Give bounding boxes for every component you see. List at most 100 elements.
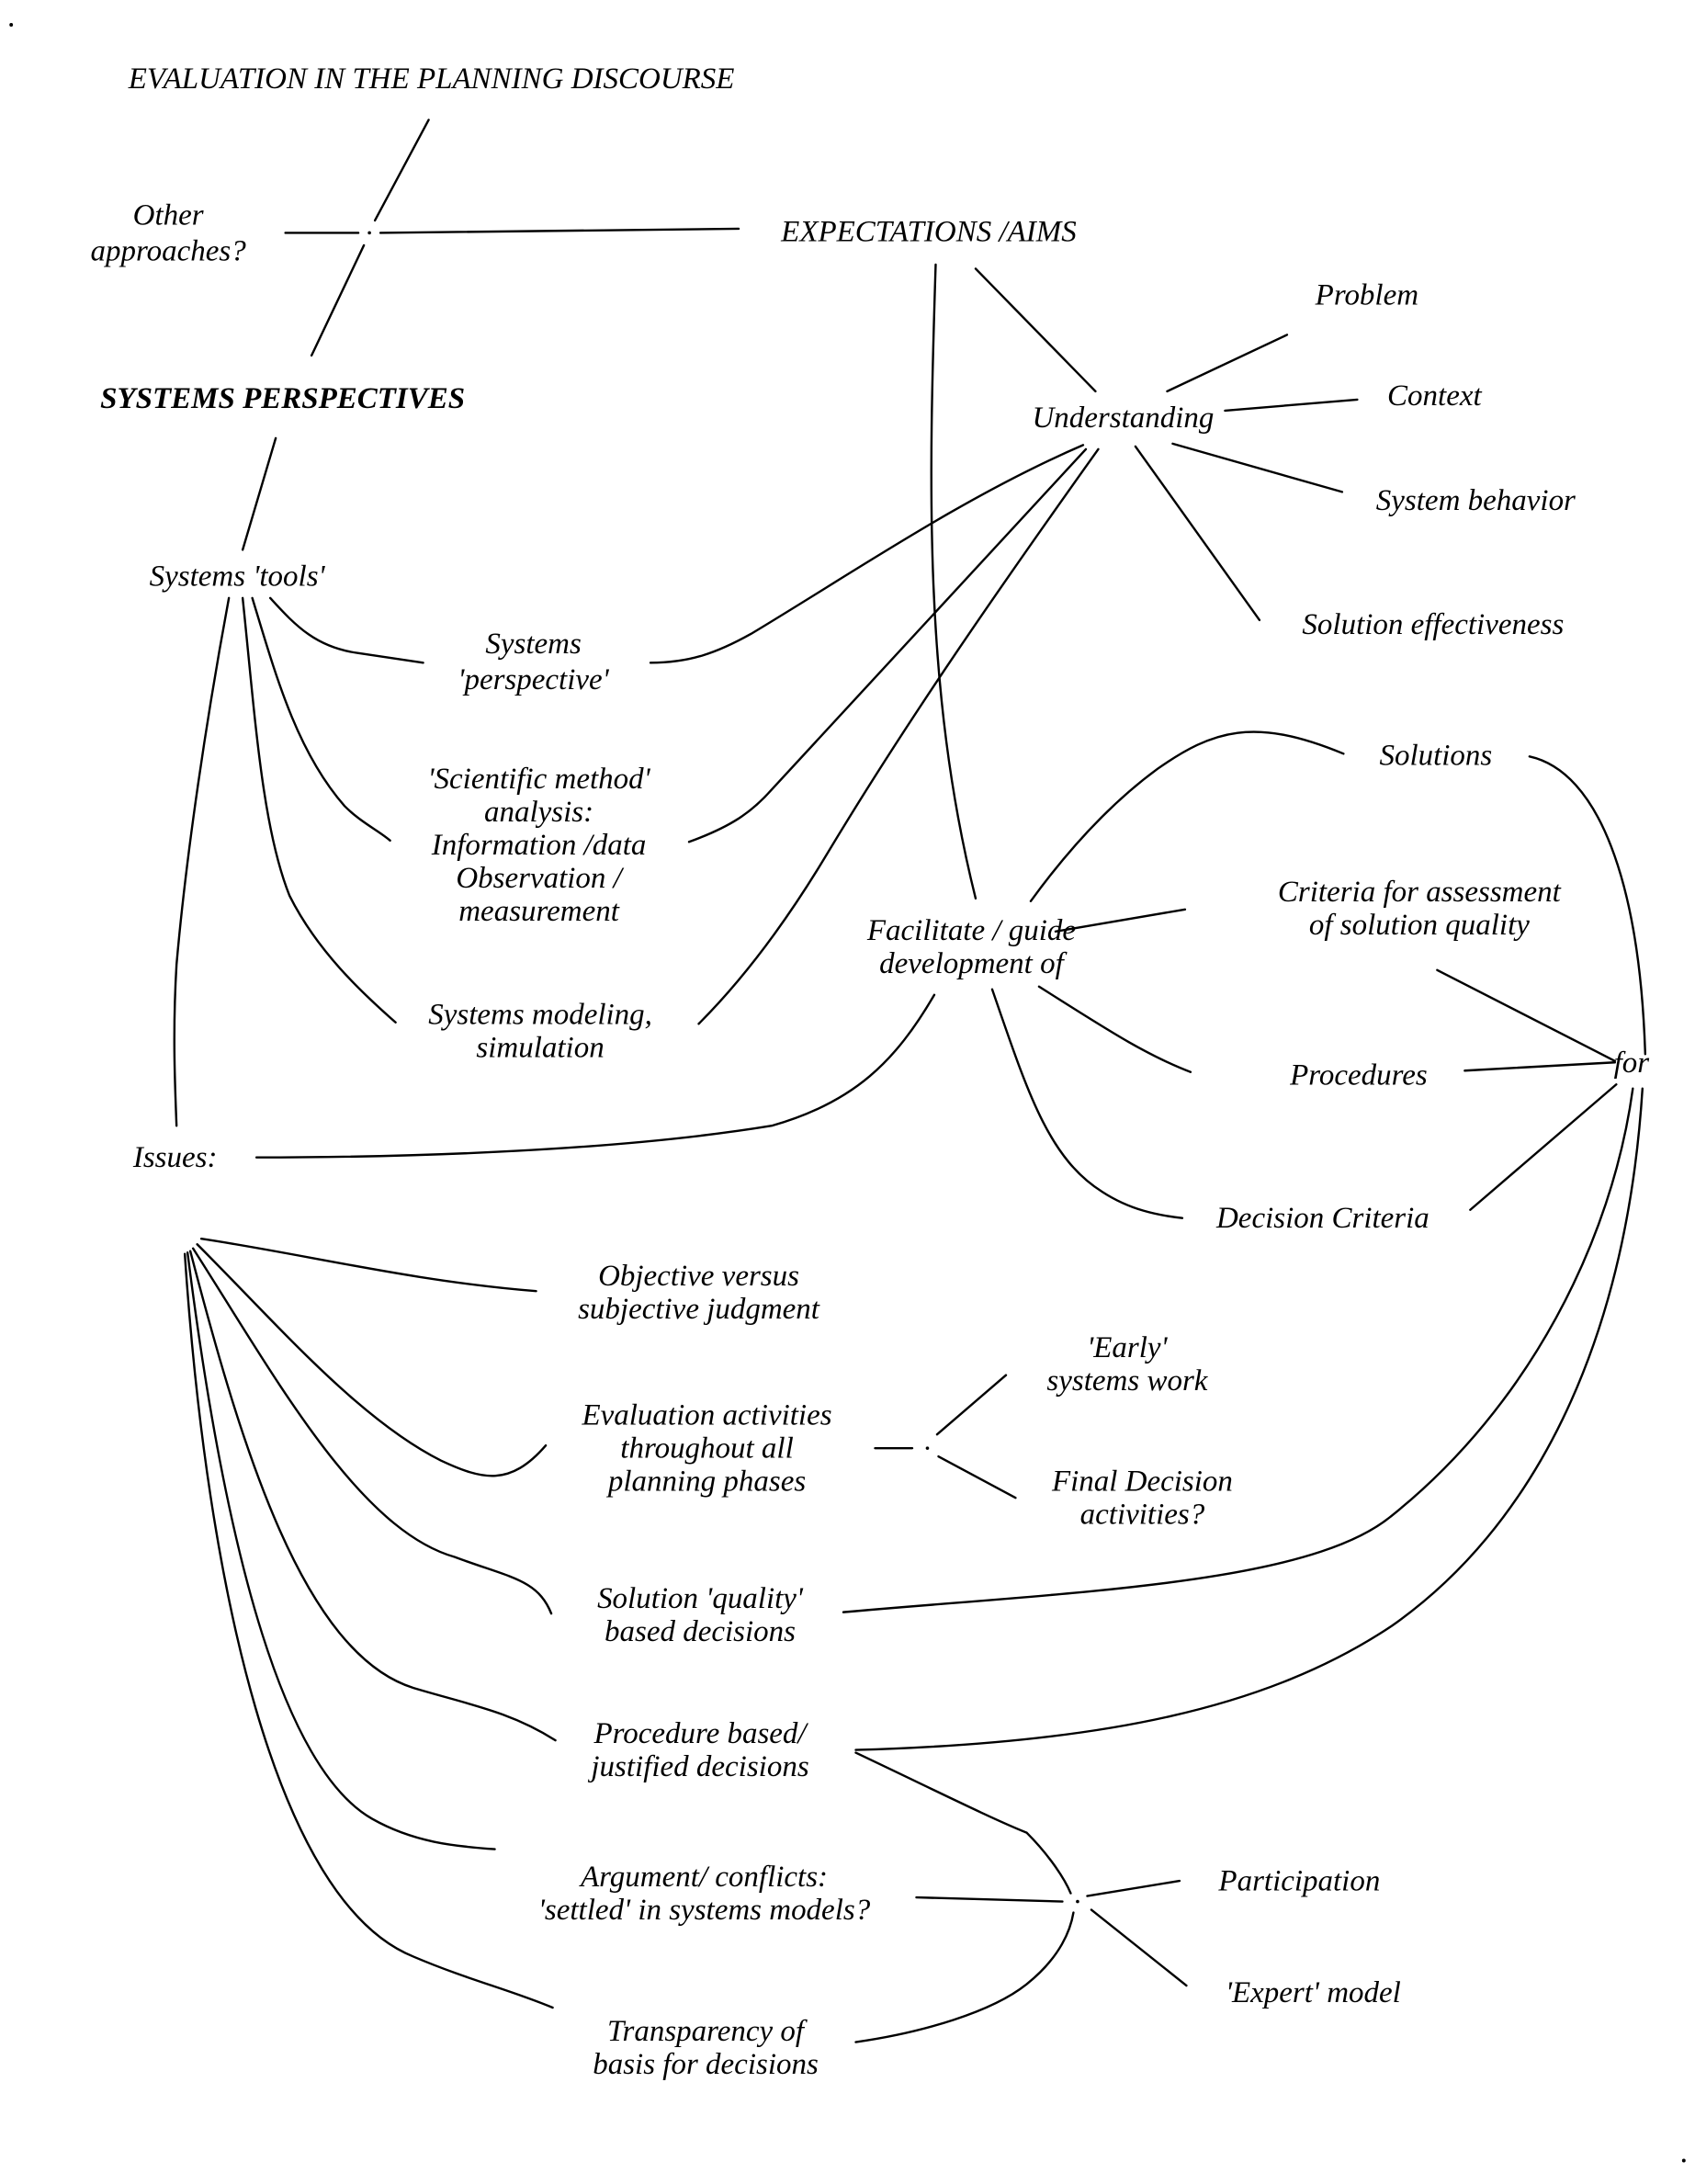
- node-label-line: Problem: [1315, 278, 1418, 311]
- node-expert-model: 'Expert' model: [1226, 1976, 1401, 2009]
- node-label-line: 'Scientific method': [427, 763, 650, 796]
- edge-issues-to-solution-quality: [191, 1247, 553, 1615]
- node-label-line: Final Decision: [1051, 1465, 1233, 1499]
- edge-transparency-to-hub-bottom: [854, 1911, 1075, 2043]
- node-label-line: Procedures: [1289, 1058, 1428, 1092]
- edge-decision-criteria-to-for: [1469, 1083, 1618, 1211]
- edge-hub-bottom-to-participation: [1086, 1879, 1181, 1897]
- corner-dot-top-left: [9, 23, 14, 27]
- node-label-line: activities?: [1080, 1499, 1205, 1532]
- node-early-systems-work: 'Early'systems work: [1046, 1331, 1208, 1398]
- node-label-line: Information /data: [431, 829, 647, 862]
- edge-facilitate-to-decision-criteria: [990, 988, 1184, 1219]
- node-label-line: 'settled' in systems models?: [538, 1894, 871, 1927]
- node-label-line: Systems: [485, 628, 581, 661]
- edge-issues-to-evaluation-activities: [196, 1243, 548, 1477]
- node-label-line: planning phases: [606, 1465, 806, 1499]
- edge-expectations-aims-to-facilitate: [930, 263, 977, 900]
- node-label-line: subjective judgment: [578, 1293, 820, 1326]
- node-label-line: Transparency of: [607, 2015, 808, 2048]
- node-label-line: Solution effectiveness: [1302, 608, 1564, 641]
- node-label-line: basis for decisions: [593, 2048, 819, 2081]
- node-decision-criteria: Decision Criteria: [1215, 1202, 1429, 1235]
- node-label-line: 'perspective': [458, 663, 609, 696]
- node-context: Context: [1387, 379, 1482, 413]
- edge-issues-to-transparency: [183, 1252, 554, 2009]
- node-label-line: 'Expert' model: [1226, 1976, 1401, 2009]
- hub-phase-junction: [925, 1446, 930, 1450]
- node-label-line: Systems 'tools': [150, 560, 326, 593]
- node-label-line: for: [1614, 1047, 1650, 1080]
- node-label-line: Understanding: [1032, 402, 1214, 435]
- node-label-line: Evaluation activities: [582, 1399, 832, 1432]
- corner-dot-bottom-right: [1681, 2158, 1686, 2163]
- node-label-line: justified decisions: [587, 1750, 808, 1783]
- edge-solutions-to-for: [1528, 755, 1647, 1056]
- node-systems-perspectives: SYSTEMS PERSPECTIVES: [100, 382, 465, 415]
- node-label-line: System behavior: [1376, 484, 1576, 517]
- hub-top-junction: [367, 231, 371, 235]
- node-problem: Problem: [1315, 278, 1418, 311]
- node-for: for: [1614, 1047, 1650, 1080]
- edge-hub-bottom-to-expert-model: [1090, 1908, 1188, 1987]
- node-systems-modeling: Systems modeling,simulation: [428, 998, 652, 1064]
- node-label-line: Argument/ conflicts:: [579, 1861, 828, 1894]
- edge-facilitate-to-solutions: [1029, 730, 1345, 902]
- node-label-line: development of: [879, 947, 1067, 980]
- node-scientific-method: 'Scientific method'analysis:Information …: [427, 763, 650, 928]
- edge-understanding-to-problem: [1166, 334, 1289, 393]
- node-label-line: Solutions: [1379, 739, 1492, 772]
- node-label-line: Issues:: [132, 1141, 218, 1174]
- edge-systems-tools-to-systems-modeling: [241, 596, 397, 1024]
- node-label-line: throughout all: [620, 1432, 793, 1465]
- hub-bottom-junction: [1076, 1899, 1079, 1904]
- edge-title-to-hub-top: [373, 119, 430, 222]
- edge-procedure-based-to-for: [854, 1087, 1644, 1751]
- node-systems-perspective: Systems'perspective': [458, 628, 609, 696]
- node-label-line: measurement: [458, 895, 619, 928]
- edge-criteria-assessment-to-for: [1436, 968, 1617, 1062]
- node-issues: Issues:: [132, 1141, 218, 1174]
- node-systems-tools: Systems 'tools': [150, 560, 326, 593]
- node-label-line: Procedure based/: [593, 1717, 808, 1750]
- node-label-line: Facilitate / guide: [866, 914, 1076, 947]
- node-label-line: based decisions: [605, 1615, 796, 1648]
- node-label-line: Context: [1387, 379, 1482, 413]
- node-label-line: Systems modeling,: [428, 998, 652, 1031]
- node-solution-effectiveness: Solution effectiveness: [1302, 608, 1564, 641]
- edge-systems-tools-to-systems-perspective: [268, 596, 424, 664]
- edge-facilitate-to-criteria-assessment: [1054, 908, 1187, 933]
- node-solution-quality: Solution 'quality'based decisions: [597, 1582, 804, 1648]
- node-expectations-aims: EXPECTATIONS /AIMS: [780, 215, 1077, 248]
- edge-issues-to-argument-conflicts: [186, 1251, 496, 1850]
- node-label-line: 'Early': [1087, 1331, 1168, 1364]
- edge-issues-to-procedure-based: [188, 1250, 557, 1742]
- node-label-line: of solution quality: [1309, 909, 1530, 942]
- edge-systems-perspectives-to-systems-tools: [241, 436, 277, 551]
- edge-hub-phase-to-final-decision: [937, 1454, 1017, 1499]
- edge-procedures-to-for: [1463, 1061, 1617, 1072]
- node-label-line: Solution 'quality': [597, 1582, 804, 1615]
- node-label-line: Decision Criteria: [1215, 1202, 1429, 1235]
- node-procedure-based: Procedure based/justified decisions: [587, 1717, 808, 1783]
- node-label-line: systems work: [1046, 1364, 1208, 1398]
- node-system-behavior: System behavior: [1376, 484, 1576, 517]
- edge-scientific-method-to-understanding: [687, 447, 1088, 843]
- node-label-line: Objective versus: [598, 1260, 799, 1293]
- edge-understanding-to-solution-effectiveness: [1134, 445, 1261, 622]
- node-understanding: Understanding: [1032, 402, 1214, 435]
- edge-expectations-aims-to-understanding: [974, 267, 1097, 393]
- edge-hub-phase-to-early-systems-work: [935, 1374, 1008, 1436]
- edge-hub-top-to-systems-perspectives: [310, 243, 366, 357]
- node-label-line: analysis:: [484, 796, 593, 829]
- node-label-line: approaches?: [91, 234, 247, 267]
- node-label-line: Criteria for assessment: [1278, 876, 1562, 909]
- hubs: [367, 231, 1079, 1904]
- node-participation: Participation: [1217, 1865, 1380, 1898]
